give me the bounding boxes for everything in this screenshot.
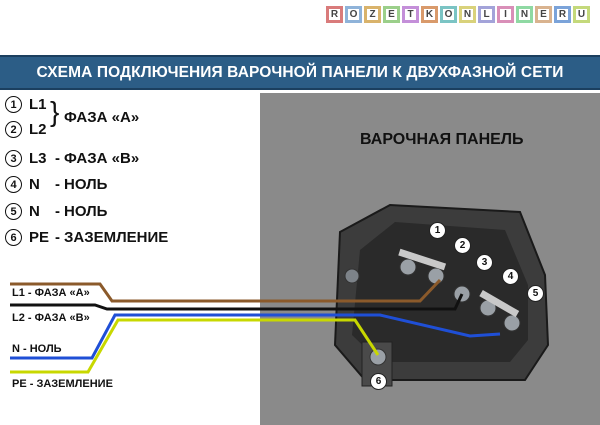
legend-code: PE <box>29 229 50 246</box>
logo-tile: L <box>478 6 495 23</box>
legend-number: 3 <box>5 150 22 167</box>
legend-item-1: 1 L1 <box>5 96 55 113</box>
terminal-screw <box>369 348 387 366</box>
wire-l1-phase-a <box>10 278 442 303</box>
legend-desc: ЗАЗЕМЛЕНИЕ <box>64 229 169 246</box>
wire-protective-earth <box>10 318 380 374</box>
legend-code: L1 <box>29 96 47 113</box>
logo-tile: O <box>345 6 362 23</box>
legend-item-2: 2 L2 <box>5 121 55 138</box>
legend-item-6: 6 PE - ЗАЗЕМЛЕНИЕ <box>5 229 168 246</box>
wire-label-earth: PE - ЗАЗЕМЛЕНИЕ <box>12 378 113 390</box>
logo-tile: E <box>383 6 400 23</box>
site-logo: R O Z E T K O N L I N E R U <box>326 6 592 23</box>
terminal-callout-1: 1 <box>429 222 446 239</box>
terminal-callout-2: 2 <box>454 237 471 254</box>
legend-number: 2 <box>5 121 22 138</box>
logo-tile: R <box>554 6 571 23</box>
wire-label-l2: L2 - ФАЗА «В» <box>12 312 90 324</box>
terminal-screw <box>503 314 521 332</box>
jumper-bar <box>479 290 520 318</box>
legend-item-4: 4 N - НОЛЬ <box>5 176 107 193</box>
legend-number: 5 <box>5 203 22 220</box>
wire-l2-phase-b <box>10 293 464 311</box>
legend-desc: НОЛЬ <box>64 176 108 193</box>
logo-tile: U <box>573 6 590 23</box>
terminal-screw <box>344 268 360 284</box>
logo-tile: O <box>440 6 457 23</box>
terminal-callout-4: 4 <box>502 268 519 285</box>
logo-tile: E <box>535 6 552 23</box>
diagram-title: СХЕМА ПОДКЛЮЧЕНИЯ ВАРОЧНОЙ ПАНЕЛИ К ДВУХ… <box>0 55 600 90</box>
logo-tile: K <box>421 6 438 23</box>
logo-tile: T <box>402 6 419 23</box>
legend-code: L2 <box>29 121 47 138</box>
legend-dash: - <box>55 176 60 193</box>
wire-label-l1: L1 - ФАЗА «А» <box>12 287 90 299</box>
logo-tile: N <box>516 6 533 23</box>
legend-code: N <box>29 203 40 220</box>
logo-tile: Z <box>364 6 381 23</box>
terminal-callout-5: 5 <box>527 285 544 302</box>
terminal-callout-3: 3 <box>476 254 493 271</box>
phase-a-brace: } <box>50 96 60 127</box>
legend-number: 6 <box>5 229 22 246</box>
logo-tile: N <box>459 6 476 23</box>
phase-a-label: ФАЗА «А» <box>64 109 140 126</box>
legend-item-3: 3 L3 - ФАЗА «В» <box>5 150 139 167</box>
legend-desc: ФАЗА «В» <box>64 150 140 167</box>
legend-dash: - <box>55 150 60 167</box>
terminal-callout-6: 6 <box>370 373 387 390</box>
wire-label-neutral: N - НОЛЬ <box>12 343 62 355</box>
legend-number: 4 <box>5 176 22 193</box>
panel-title: ВАРОЧНАЯ ПАНЕЛЬ <box>360 131 524 148</box>
legend-dash: - <box>55 203 60 220</box>
legend-code: L3 <box>29 150 47 167</box>
legend-item-5: 5 N - НОЛЬ <box>5 203 107 220</box>
terminal-block-inner <box>352 222 528 362</box>
legend-number: 1 <box>5 96 22 113</box>
logo-tile: R <box>326 6 343 23</box>
jumper-bar <box>398 248 447 271</box>
legend-code: N <box>29 176 40 193</box>
terminal-screw <box>427 267 445 285</box>
legend-dash: - <box>55 229 60 246</box>
wire-neutral <box>10 313 501 360</box>
legend-desc: НОЛЬ <box>64 203 108 220</box>
logo-tile: I <box>497 6 514 23</box>
terminal-screw <box>399 258 417 276</box>
